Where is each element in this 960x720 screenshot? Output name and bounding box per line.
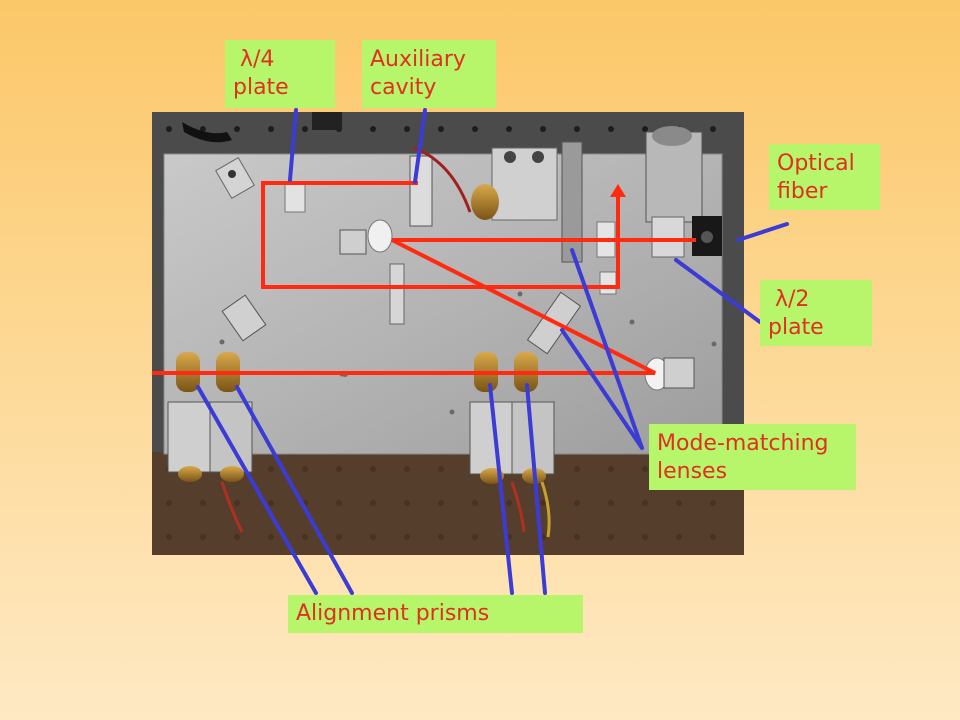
mirror-mount-top-left	[215, 156, 255, 200]
fiber-coupler	[645, 126, 722, 256]
label-mode-matching-lenses: Mode-matching lenses	[649, 424, 856, 490]
label-auxiliary-cavity: Auxiliary cavity	[362, 40, 496, 108]
post-center	[389, 263, 405, 325]
label-alignment-prisms: Alignment prisms	[288, 595, 583, 633]
label-half-wave-plate: λ/2 plate	[760, 280, 872, 346]
label-quarter-wave-plate: λ/4 plate	[225, 40, 335, 108]
quarter-wave-plate-holder	[284, 181, 306, 213]
pointer-optical-fiber	[736, 222, 789, 242]
mirror-mount-right-lower	[644, 357, 695, 391]
cavity-rail	[561, 141, 583, 263]
half-wave-plate-holder	[651, 216, 685, 258]
label-optical-fiber: Optical fiber	[769, 144, 880, 210]
